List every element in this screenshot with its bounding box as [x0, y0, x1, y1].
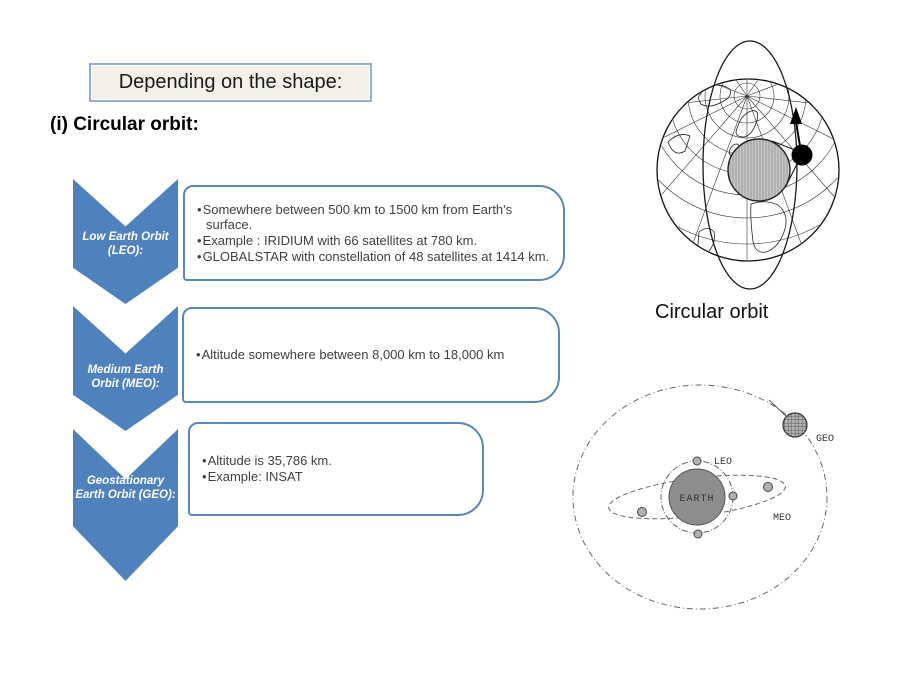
earth-circle — [668, 468, 726, 526]
chevron-geo-label: Geostationary Earth Orbit (GEO): — [75, 475, 176, 501]
leo-textbox: Somewhere between 500 km to 1500 km from… — [183, 185, 565, 281]
leo-bullet: Example : IRIDIUM with 66 satellites at … — [197, 233, 551, 249]
chevron-meo: Medium Earth Orbit (MEO): — [73, 306, 178, 431]
chevron-leo-label: Low Earth Orbit (LEO): — [82, 231, 169, 257]
geo-orbit-path — [572, 384, 828, 610]
globe-caption: Circular orbit — [655, 301, 769, 323]
direction-arrow — [790, 107, 802, 147]
meo-satellites — [637, 482, 773, 517]
meo-bullet: Altitude somewhere between 8,000 km to 1… — [196, 347, 546, 363]
title-text: Depending on the shape: — [118, 71, 343, 93]
chevron-meo-label: Medium Earth Orbit (MEO): — [87, 364, 164, 390]
leo-satellites — [692, 456, 738, 539]
orbit-altitude-diagram: EARTH LEO MEO GEO — [572, 384, 834, 610]
chevron-leo: Low Earth Orbit (LEO): — [73, 179, 178, 304]
coverage-footprint — [727, 138, 791, 202]
geo-satellite — [782, 412, 808, 438]
title-box: Depending on the shape: — [89, 63, 372, 102]
geo-textbox: Altitude is 35,786 km. Example: INSAT — [188, 422, 484, 516]
chevron-geo: Geostationary Earth Orbit (GEO): — [73, 429, 178, 581]
meo-textbox: Altitude somewhere between 8,000 km to 1… — [182, 307, 560, 403]
earth-label: EARTH — [679, 494, 714, 505]
leo-bullet: GLOBALSTAR with constellation of 48 sate… — [197, 249, 551, 265]
leo-bullet: Somewhere between 500 km to 1500 km from… — [197, 202, 551, 233]
meo-label: MEO — [773, 513, 791, 524]
geo-leader-line — [768, 399, 788, 418]
satellite-dot — [791, 144, 813, 166]
leo-label: LEO — [714, 457, 732, 468]
geo-bullet: Example: INSAT — [202, 469, 470, 485]
globe-orbit-figure — [656, 40, 840, 290]
geo-bullet: Altitude is 35,786 km. — [202, 453, 470, 469]
section-heading: (i) Circular orbit: — [50, 114, 199, 135]
geo-label: GEO — [816, 434, 834, 445]
